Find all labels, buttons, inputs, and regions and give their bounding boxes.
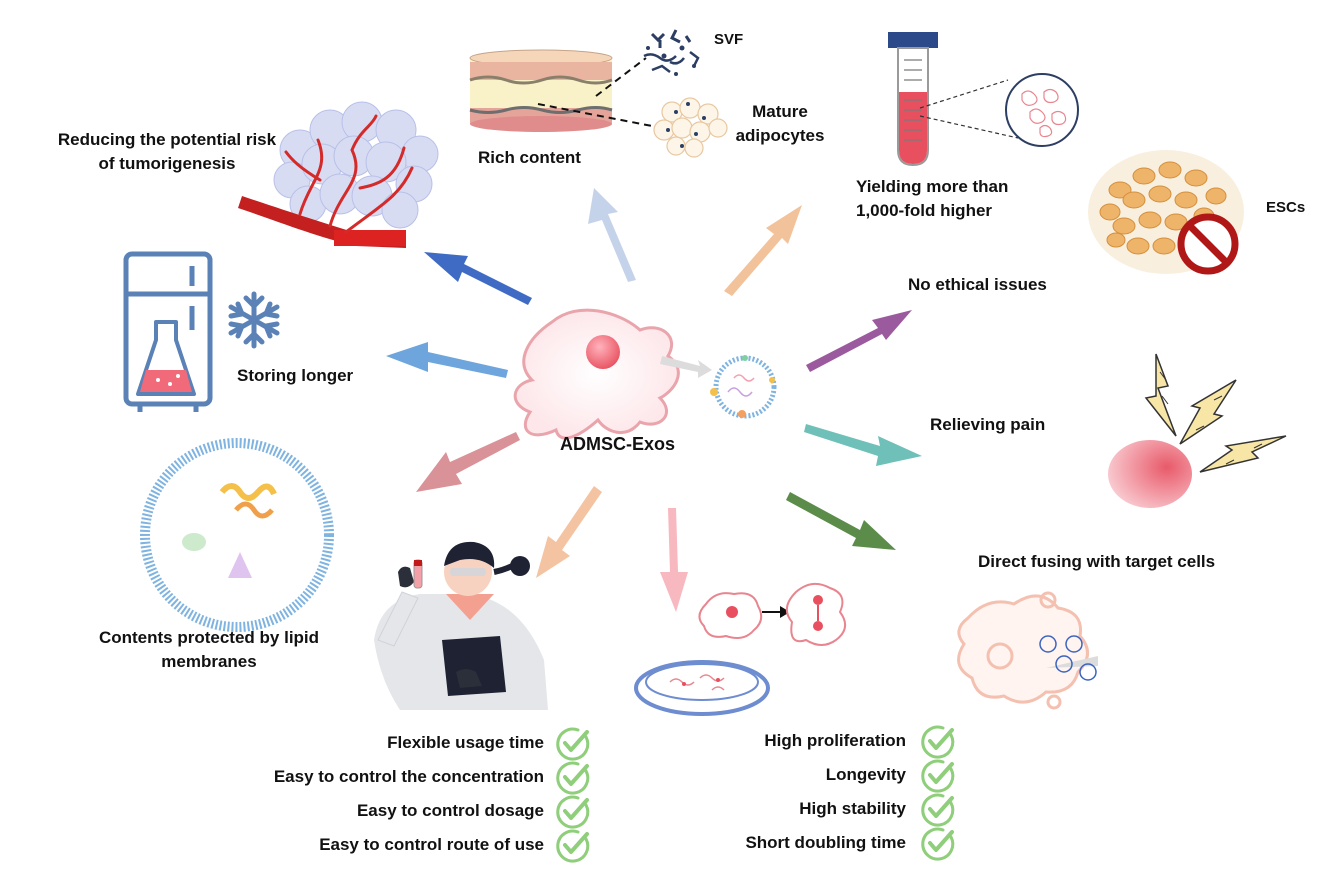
lipid-membranes-label: Contents protected by lipid membranes xyxy=(98,628,320,671)
direct-fusing-label: Direct fusing with target cells xyxy=(978,552,1216,571)
yielding-label: Yielding more than 1,000-fold higher xyxy=(856,177,1009,220)
adipocytes-icon xyxy=(653,97,728,158)
lipid-membrane-icon xyxy=(140,438,334,632)
checklist-item: High stability xyxy=(799,799,906,818)
checklist-item: Easy to control dosage xyxy=(356,801,544,820)
test-tube-icon xyxy=(888,32,1079,167)
checklist-item: Longevity xyxy=(825,765,906,784)
flask-icon xyxy=(136,320,196,396)
scientist-icon xyxy=(374,541,548,710)
target-cell-icon xyxy=(957,591,1098,710)
petri-dish-icon xyxy=(634,660,770,716)
arrow-rich-content xyxy=(588,188,636,282)
storing-label: Storing longer xyxy=(237,366,354,385)
checklist-item: Flexible usage time xyxy=(387,733,544,752)
adipocytes-leader-line xyxy=(537,103,653,127)
mature-adipocytes-label: Mature adipocytes xyxy=(735,102,825,145)
svf-leader-line xyxy=(595,57,647,97)
rich-content-label: Rich content xyxy=(478,148,581,167)
arrow-storing xyxy=(386,342,508,378)
arrow-direct-fusing xyxy=(786,492,896,550)
pain-lightning-icon xyxy=(1108,353,1287,508)
tumorigenesis-label: Reducing the potential risk of tumorigen… xyxy=(57,130,277,173)
exosome-icon xyxy=(710,355,777,419)
embryo-prohibited-icon xyxy=(1088,150,1244,275)
center-label: ADMSC-Exos xyxy=(560,434,676,454)
escs-label: ESCs xyxy=(1266,199,1306,216)
arrow-tumorigenesis xyxy=(424,252,532,305)
arrow-lipid-membranes xyxy=(416,432,520,492)
admsc-cell-icon xyxy=(513,308,712,440)
arrow-relieving-pain xyxy=(804,424,922,466)
arrow-scientist xyxy=(536,486,602,578)
svf-label: SVF xyxy=(714,31,744,48)
relieving-pain-label: Relieving pain xyxy=(930,415,1046,434)
checklist-item: High proliferation xyxy=(764,731,906,750)
arrow-yielding xyxy=(724,205,802,296)
tumor-vessel-icon xyxy=(238,101,439,248)
no-ethical-label: No ethical issues xyxy=(908,275,1047,294)
svf-cells-icon xyxy=(643,29,700,76)
checklist-item: Short doubling time xyxy=(745,833,906,852)
snowflake-icon xyxy=(228,291,280,349)
checklist-item: Easy to control the concentration xyxy=(273,767,544,786)
adipose-tissue-icon xyxy=(469,49,613,132)
arrow-no-ethical xyxy=(806,310,912,372)
dividing-cell-icon xyxy=(698,582,847,646)
arrow-proliferation xyxy=(660,508,688,612)
checklist-item: Easy to control route of use xyxy=(319,835,544,854)
